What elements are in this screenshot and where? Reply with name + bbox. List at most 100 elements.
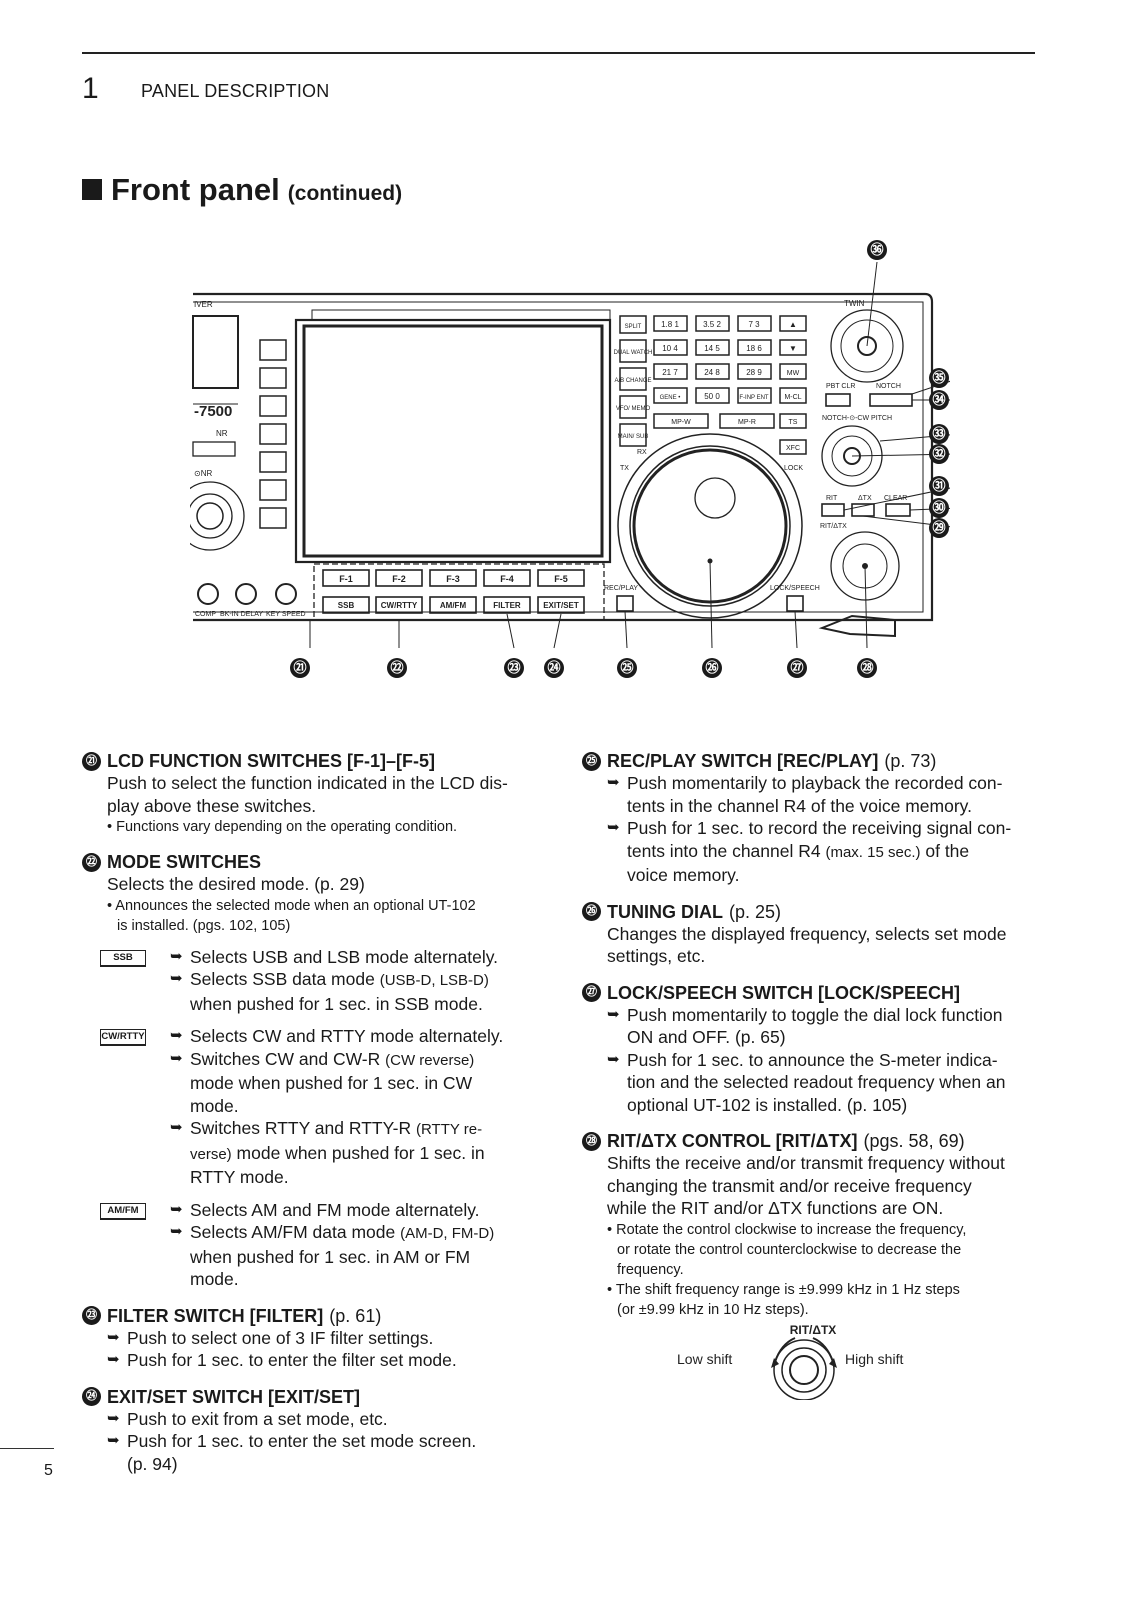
arrow-icon: ➥ — [170, 947, 183, 965]
comp-label: COMP — [195, 611, 216, 618]
keypad-down: ▼ — [789, 344, 797, 353]
item-title: LOCK/SPEECH SWITCH [LOCK/SPEECH] — [607, 982, 961, 1003]
page-number: 5 — [44, 1462, 53, 1479]
callout-31: ㉛ — [932, 478, 945, 493]
keypad-6: 18 6 — [746, 344, 762, 353]
exitset-key-label: EXIT/SET — [543, 601, 579, 610]
item-number: ㉘ — [582, 1131, 601, 1151]
tx-label: TX — [620, 465, 629, 472]
pbtclr-label: PBT CLR — [826, 383, 855, 390]
item-title: LCD FUNCTION SWITCHES [F-1]–[F-5] — [107, 751, 435, 771]
f4-key-label: F-4 — [500, 574, 514, 584]
section-heading: Front panel (continued) — [82, 172, 402, 208]
section-subtitle: (continued) — [287, 182, 403, 205]
item-number: ㉔ — [82, 1387, 101, 1406]
notch-label: NOTCH — [876, 383, 901, 390]
notch-pitch-label: NOTCH-⊙-CW PITCH — [822, 415, 892, 422]
section-title: Front panel — [111, 172, 280, 207]
f1-key-label: F-1 — [339, 574, 353, 584]
amfm-key-label: AM/FM — [440, 601, 467, 610]
filter-key-label: FILTER — [493, 601, 521, 610]
keypad-5: 14 5 — [704, 344, 720, 353]
front-panel-illustration: IVER -7500 NR ⊙NR COMP BK-IN DELAY KEY S… — [190, 240, 950, 678]
recplay-label: REC/PLAY — [604, 585, 638, 592]
keypad-mcl: M-CL — [784, 394, 801, 401]
clear-label: CLEAR — [884, 495, 907, 502]
arrow-icon: ➥ — [170, 1119, 183, 1136]
f5-key-label: F-5 — [554, 574, 568, 584]
receiver-label: IVER — [194, 300, 213, 309]
item-title: EXIT/SET SWITCH [EXIT/SET] — [107, 1386, 361, 1407]
lockspeech-label: LOCK/SPEECH — [770, 585, 820, 592]
nr2-label: ⊙NR — [194, 469, 212, 478]
mpw-key-label: MP-W — [671, 419, 691, 426]
keypad-gene: GENE • — [660, 395, 681, 401]
chapter-title: PANEL DESCRIPTION — [141, 81, 330, 101]
page-ref: (p. 25) — [729, 901, 782, 922]
section-square-icon — [82, 179, 102, 200]
cwrtty-key-icon: CW/RTTY — [100, 1029, 146, 1046]
item-title: REC/PLAY SWITCH [REC/PLAY] — [607, 751, 879, 771]
xfc-key-label: XFC — [786, 445, 800, 452]
keypad-8: 24 8 — [704, 368, 720, 377]
note: • Rotate the control clockwise to increa… — [607, 1221, 967, 1278]
page-ref: (p. 73) — [884, 751, 937, 771]
page-ref: (pgs. 58, 69) — [863, 1131, 965, 1151]
body-line: Push to select the function indicated in… — [107, 773, 508, 793]
body-line: Changes the displayed frequency, selects… — [607, 923, 1007, 944]
keypad-ent: F-INP ENT — [739, 395, 769, 401]
item-number: ㉒ — [82, 852, 101, 872]
f3-key-label: F-3 — [446, 574, 460, 584]
dualwatch-key-label: DUAL WATCH — [614, 350, 653, 356]
item-number: ㉓ — [82, 1306, 101, 1325]
body-line: Selects the desired mode. (p. 29) — [107, 874, 365, 894]
keypad-7: 21 7 — [662, 368, 678, 377]
keypad-0: 50 0 — [704, 392, 720, 401]
keyspeed-label: KEY SPEED — [266, 611, 306, 618]
callout-24: ㉔ — [547, 660, 560, 675]
callout-32: ㉜ — [932, 446, 945, 461]
body-line: Shifts the receive and/or transmit frequ… — [607, 1153, 1005, 1173]
mpr-key-label: MP-R — [738, 419, 756, 426]
page-ref: (p. 61) — [329, 1305, 382, 1326]
ssb-key-label: SSB — [338, 601, 355, 610]
arrow-icon: ➥ — [107, 1328, 120, 1346]
arrow-icon: ➥ — [170, 1200, 183, 1218]
ssb-key-icon: SSB — [100, 949, 146, 967]
arrow-icon: ➥ — [607, 1005, 620, 1023]
keypad-mw: MW — [787, 370, 800, 377]
f2-key-label: F-2 — [392, 574, 406, 584]
item-26: ㉖ TUNING DIAL (p. 25) Changes the displaye… — [582, 901, 1042, 968]
abchange-key-label: A/B CHANGE — [614, 378, 651, 384]
body-line: settings, etc. — [607, 946, 706, 966]
rit-label: RIT — [826, 495, 838, 502]
arrow-icon: ➥ — [107, 1351, 120, 1368]
keypad-up: ▲ — [789, 320, 797, 329]
arrow-icon: ➥ — [607, 819, 620, 836]
amfm-key-icon: AM/FM — [100, 1202, 146, 1220]
rx-label: RX — [637, 449, 647, 456]
twin-label: TWIN — [844, 299, 865, 308]
callout-29: ㉙ — [932, 520, 945, 535]
body-line: play above these switches. — [107, 795, 317, 816]
arrow-icon: ➥ — [170, 1027, 183, 1044]
body-line: while the RIT and/or ΔTX functions are O… — [607, 1198, 944, 1218]
low-shift-label: Low shift — [677, 1351, 732, 1367]
item-number: ㉖ — [582, 902, 601, 921]
ritdtx-label: RIT/ΔTX — [820, 523, 847, 530]
arrow-icon: ➥ — [107, 1409, 120, 1427]
callout-26: ㉖ — [705, 660, 718, 675]
arrow-icon: ➥ — [170, 970, 183, 987]
callout-27: ㉗ — [790, 660, 803, 675]
arrow-icon: ➥ — [607, 774, 620, 791]
cwrtty-key-label: CW/RTTY — [381, 601, 418, 610]
nr-label: NR — [216, 429, 228, 438]
knob-title: RIT/ΔTX — [790, 1323, 837, 1337]
item-title: TUNING DIAL — [607, 901, 723, 922]
